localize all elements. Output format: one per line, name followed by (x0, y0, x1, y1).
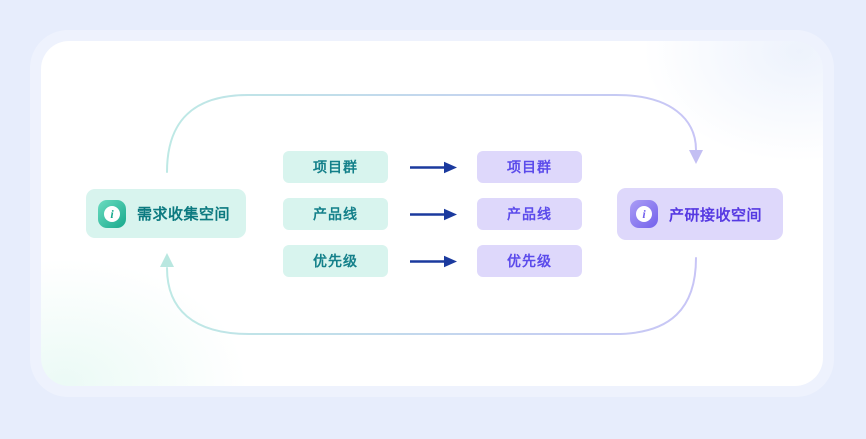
info-icon: i (630, 200, 658, 228)
mapping-arrow-icon (388, 208, 477, 221)
mapping-row-priority: 优先级 优先级 (283, 245, 582, 277)
target-field-box: 优先级 (477, 245, 582, 277)
info-icon: i (98, 199, 126, 228)
requirement-collection-space-card: i 需求收集空间 (86, 189, 246, 238)
mapping-arrow-icon (388, 255, 477, 268)
source-field-box: 产品线 (283, 198, 388, 230)
target-field-box: 项目群 (477, 151, 582, 183)
rd-space-label: 产研接收空间 (669, 206, 763, 224)
field-mapping-list: 项目群 项目群 产品线 产品线 优先级 (283, 151, 582, 292)
mapping-row-product-line: 产品线 产品线 (283, 198, 582, 230)
rd-receiving-space-card: i 产研接收空间 (617, 188, 783, 240)
source-field-box: 项目群 (283, 151, 388, 183)
target-field-box: 产品线 (477, 198, 582, 230)
mapping-arrow-icon (388, 161, 477, 174)
requirement-space-label: 需求收集空间 (137, 206, 231, 223)
source-field-box: 优先级 (283, 245, 388, 277)
mapping-row-program: 项目群 项目群 (283, 151, 582, 183)
